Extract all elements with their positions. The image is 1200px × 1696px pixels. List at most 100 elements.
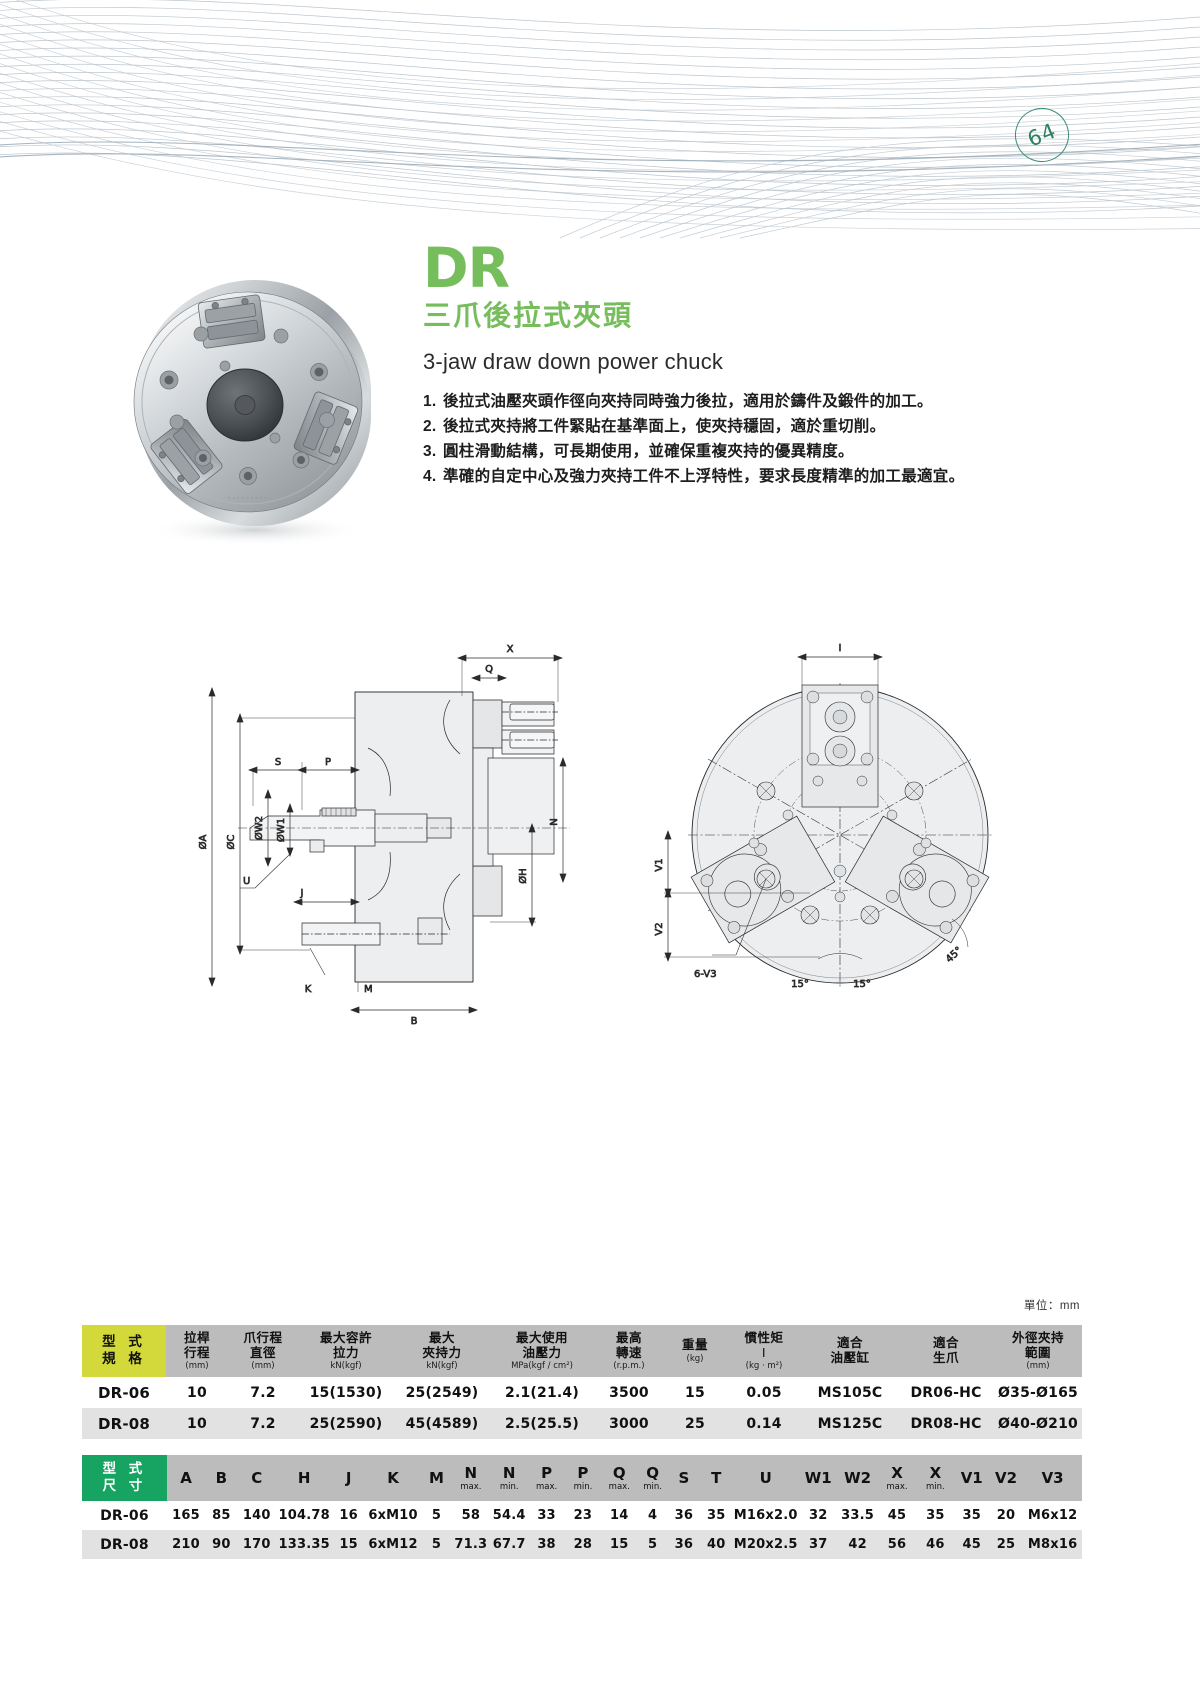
column-header-U: U — [732, 1455, 800, 1501]
svg-text:V2: V2 — [654, 922, 665, 935]
svg-text:6-V3: 6-V3 — [694, 969, 717, 980]
svg-text:K: K — [305, 984, 312, 995]
column-header-K: K — [364, 1455, 422, 1501]
cell-value: 0.05 — [726, 1377, 802, 1408]
header-decoration — [0, 0, 1200, 239]
cell-value: 15 — [664, 1377, 726, 1408]
svg-text:S: S — [275, 757, 281, 768]
svg-text:N: N — [549, 818, 560, 825]
cell-value: 40 — [700, 1530, 733, 1559]
cell-value: 35 — [954, 1501, 989, 1530]
cell-value: 46 — [916, 1530, 955, 1559]
cell-value: 6xM10 — [364, 1501, 422, 1530]
cell-value: 33.5 — [837, 1501, 878, 1530]
svg-text:ØW2: ØW2 — [253, 816, 265, 840]
svg-text:15°: 15° — [853, 979, 871, 990]
cell-value: MS105C — [802, 1377, 898, 1408]
column-header-pull-stroke: 拉桿行程(mm) — [166, 1325, 228, 1377]
cell-value: 3500 — [594, 1377, 664, 1408]
cell-value: 170 — [237, 1530, 276, 1559]
feature-number: 3. — [423, 443, 437, 460]
cell-value: MS125C — [802, 1408, 898, 1439]
model-name: DR-06 — [82, 1501, 167, 1530]
cell-value: 15 — [332, 1530, 365, 1559]
cell-value: M16x2.0 — [732, 1501, 800, 1530]
cell-value: 25(2590) — [298, 1408, 394, 1439]
cell-value: 37 — [799, 1530, 838, 1559]
product-code: DR — [423, 236, 510, 300]
feature-text: 後拉式夾持將工件緊貼在基準面上，使夾持穩固，適於重切削。 — [443, 417, 886, 435]
feature-number: 2. — [423, 417, 437, 435]
cell-value: 10 — [166, 1408, 228, 1439]
svg-text:45°: 45° — [944, 945, 965, 965]
column-header-matching-cylinder: 適合油壓缸 — [802, 1325, 898, 1377]
cell-value: 210 — [166, 1530, 206, 1559]
cell-value: M20x2.5 — [732, 1530, 800, 1559]
cell-value: 28 — [564, 1530, 602, 1559]
table2-corner-cell: 型 式 尺 寸 — [82, 1455, 167, 1501]
cell-value: 36 — [667, 1530, 701, 1559]
product-photo: ◦◦◦◦◦◦◦◦◦ — [105, 262, 405, 562]
cell-value: 104.78 — [275, 1501, 333, 1530]
cell-value: 7.2 — [228, 1408, 298, 1439]
column-header-T: T — [700, 1455, 733, 1501]
model-name: DR-08 — [82, 1408, 166, 1439]
technical-drawing: ØA ØC ØW2 ØW1 S P U J K M B X — [150, 630, 1070, 1030]
column-header-J: J — [332, 1455, 365, 1501]
cell-value: 71.3 — [451, 1530, 491, 1559]
svg-text:X: X — [507, 644, 514, 655]
cell-value: 45 — [954, 1530, 989, 1559]
cell-value: 35 — [916, 1501, 955, 1530]
cell-value: 23 — [564, 1501, 602, 1530]
svg-text:◦◦◦◦◦◦◦◦◦: ◦◦◦◦◦◦◦◦◦ — [228, 495, 269, 502]
cell-value: 0.14 — [726, 1408, 802, 1439]
cell-value: 45(4589) — [394, 1408, 490, 1439]
list-item: 2. 後拉式夾持將工件緊貼在基準面上，使夾持穩固，適於重切削。 — [423, 414, 983, 439]
cell-value: 45 — [877, 1501, 917, 1530]
corner-label-line1: 型 式 — [102, 1334, 146, 1351]
column-header-A: A — [166, 1455, 206, 1501]
list-item: 3. 圓柱滑動結構，可長期使用，並確保重複夾持的優異精度。 — [423, 439, 983, 464]
column-header-V3: V3 — [1023, 1455, 1082, 1501]
column-header-M: M — [421, 1455, 452, 1501]
cell-value: 10 — [166, 1377, 228, 1408]
unit-note: 單位：mm — [1023, 1300, 1080, 1312]
cell-value: 35 — [700, 1501, 733, 1530]
svg-text:I: I — [839, 643, 842, 654]
column-header-V2: V2 — [988, 1455, 1024, 1501]
cell-value: 14 — [601, 1501, 638, 1530]
cell-value: DR08-HC — [898, 1408, 994, 1439]
cell-value: 7.2 — [228, 1377, 298, 1408]
cell-value: Ø40-Ø210 — [994, 1408, 1082, 1439]
table-row: DR-06 165 85 140 104.78 16 6xM10 5 58 54… — [82, 1501, 1082, 1530]
cell-value: 25(2549) — [394, 1377, 490, 1408]
svg-text:U: U — [243, 876, 250, 887]
column-header-S: S — [667, 1455, 701, 1501]
cell-value: 5 — [421, 1501, 452, 1530]
page-number: 64 — [1024, 118, 1060, 152]
svg-text:P: P — [325, 757, 331, 768]
product-title-block: DR 三爪後拉式夾頭 3-jaw draw down power chuck 1… — [423, 236, 983, 489]
feature-text: 後拉式油壓夾頭作徑向夾持同時強力後拉，適用於鑄件及鍛件的加工。 — [443, 392, 933, 410]
dimension-label-A: ØA — [197, 834, 209, 849]
cell-value: 2.5(25.5) — [490, 1408, 594, 1439]
svg-text:V1: V1 — [654, 858, 665, 871]
table-row: DR-08 210 90 170 133.35 15 6xM12 5 71.3 … — [82, 1530, 1082, 1559]
column-header-weight: 重量(kg) — [664, 1325, 726, 1377]
feature-text: 準確的自定中心及強力夾持工件不上浮特性，要求長度精準的加工最適宜。 — [443, 468, 965, 486]
product-name-cn: 三爪後拉式夾頭 — [423, 299, 634, 331]
cell-value: 140 — [237, 1501, 276, 1530]
cell-value: 25 — [664, 1408, 726, 1439]
list-item: 1. 後拉式油壓夾頭作徑向夾持同時強力後拉，適用於鑄件及鍛件的加工。 — [423, 389, 983, 414]
column-header-B: B — [205, 1455, 238, 1501]
